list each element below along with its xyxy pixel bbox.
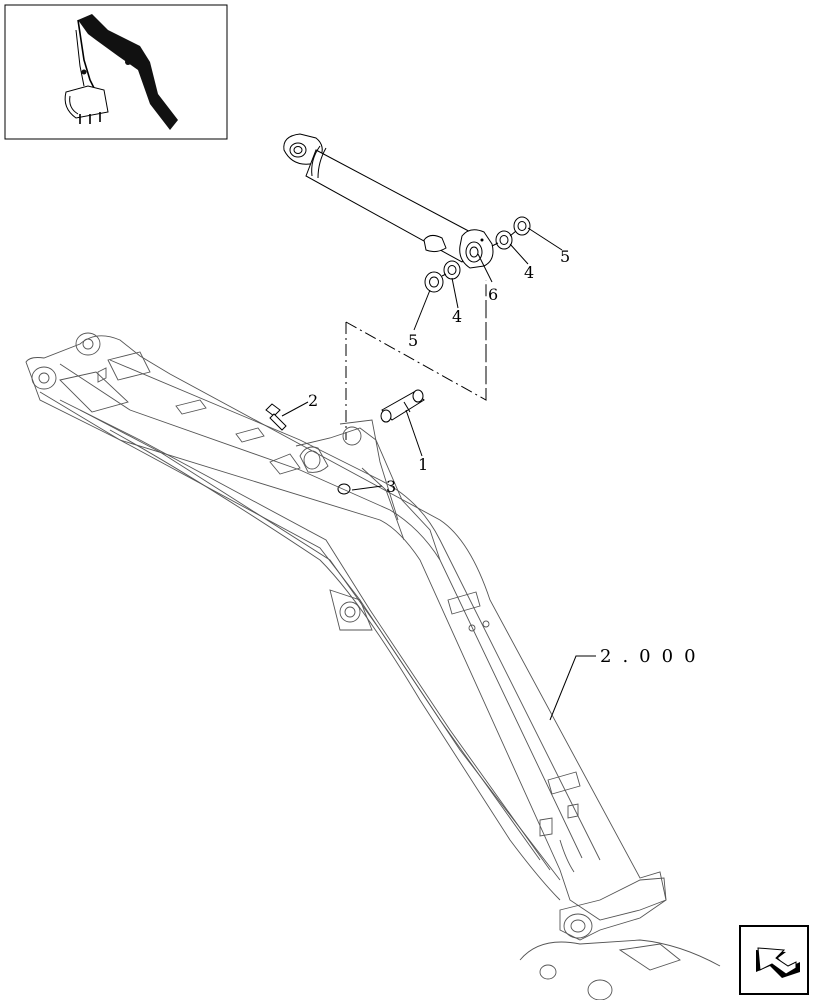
callout-washer-lower: 4 xyxy=(452,307,462,326)
callout-shim-lower: 5 xyxy=(408,331,418,350)
excavator-arm xyxy=(25,332,721,1000)
callout-bushing: 6 xyxy=(488,285,498,304)
callout-shim-upper: 5 xyxy=(560,247,570,266)
callout-pin: 1 xyxy=(418,455,428,474)
hydraulic-cylinder xyxy=(283,133,494,269)
leader-lines xyxy=(281,227,596,721)
next-page-arrow-icon[interactable] xyxy=(739,925,809,995)
excavator-arm-locator-icon xyxy=(64,14,178,130)
washer-stack-lower xyxy=(424,260,461,293)
reference-arm-assembly: 2.000 xyxy=(600,646,707,667)
callout-washer-upper: 4 xyxy=(524,263,534,282)
callout-bolt: 2 xyxy=(308,391,318,410)
thumbnail-locator xyxy=(4,4,228,140)
assembly-guide-line xyxy=(345,280,487,440)
bolt xyxy=(265,403,287,431)
washer-stack-upper xyxy=(491,216,531,250)
pin xyxy=(380,389,425,423)
callout-grease-fitting: 3 xyxy=(386,477,396,496)
grease-fitting xyxy=(337,483,351,495)
